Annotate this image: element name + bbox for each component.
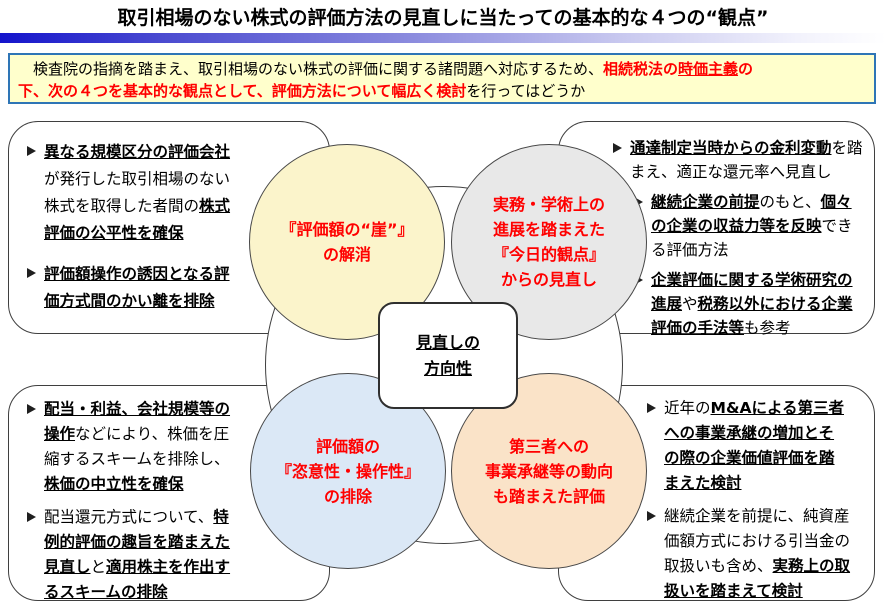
text-segment: 継続企業を前提に、純資産 価額方式における引当金の 取扱いも含め、 xyxy=(664,507,851,575)
text-segment: 配当還元方式について、 xyxy=(44,508,214,526)
text-segment: 継続企業の前提 xyxy=(651,193,760,211)
text-segment: 特 例的評価の趣旨を踏まえた 見直し xyxy=(44,508,231,576)
bullet-item: 配当還元方式について、特 例的評価の趣旨を踏まえた 見直しと適用株主を作出す る… xyxy=(27,505,329,605)
text-segment: 近年の xyxy=(664,399,711,417)
bullet-item: 評価額操作の誘因となる評 価方式間のかい離を排除 xyxy=(27,261,329,315)
bullet-list: 配当・利益、会社規模等の 操作などにより、株価を圧 縮するスキームを排除し、 株… xyxy=(27,397,329,605)
bullet-text: 通達制定当時からの金利変動を踏 まえ、適正な還元率へ見直し xyxy=(630,136,872,184)
bullet-text: 継続企業を前提に、純資産 価額方式における引当金の 取扱いも含め、実務上の取 扱… xyxy=(664,504,862,604)
bullet-arrow-icon xyxy=(647,504,664,521)
bullet-arrow-icon xyxy=(613,136,630,153)
bullet-list: 異なる規模区分の評価会社 が発行した取引相場のない 株式を取得した者間の株式 評… xyxy=(27,139,329,315)
text-segment: でき る評価方法 xyxy=(651,217,853,259)
bullet-text: 近年のM&Aによる第三者 への事業承継の増加とそ の際の企業価値評価を踏 まえた… xyxy=(664,396,862,496)
circle-business-succession-label: 第三者への 事業承継等の動向 も踏まえた評価 xyxy=(484,436,613,506)
bullet-item: 配当・利益、会社規模等の 操作などにより、株価を圧 縮するスキームを排除し、 株… xyxy=(27,397,329,497)
intro-banner: 検査院の指摘を踏まえ、取引相場のない株式の評価に関する諸問題へ対応するため、相続… xyxy=(8,53,876,104)
bullet-arrow-icon xyxy=(27,139,44,156)
bullet-list: 通達制定当時からの金利変動を踏 まえ、適正な還元率へ見直し継続企業の前提のもと、… xyxy=(613,136,874,340)
bullet-item: 通達制定当時からの金利変動を踏 まえ、適正な還元率へ見直し xyxy=(613,136,874,184)
bullet-item: 近年のM&Aによる第三者 への事業承継の増加とそ の際の企業価値評価を踏 まえた… xyxy=(647,396,874,496)
text-segment: 相続税法の xyxy=(603,60,679,78)
circle-contemporary-viewpoint-label: 実務・学術上の 進展を踏まえた 『今日的観点』 からの見直し xyxy=(492,195,605,289)
center-direction-label: 見直しの 方向性 xyxy=(415,332,480,378)
bullet-arrow-icon xyxy=(27,505,44,522)
text-segment: 株式 評価の公平性を確保 xyxy=(44,197,231,242)
page-title: 取引相場のない株式の評価方法の見直しに当たっての基本的な４つの“観点” xyxy=(117,7,769,29)
text-segment: の xyxy=(738,60,754,78)
text-segment: と xyxy=(90,558,107,576)
text-segment: を踏 まえ、適正な還元率へ見直し xyxy=(630,139,863,181)
title-underline-bar xyxy=(0,33,886,43)
bullet-text: 評価額操作の誘因となる評 価方式間のかい離を排除 xyxy=(44,261,246,315)
bullet-text: 配当・利益、会社規模等の 操作などにより、株価を圧 縮するスキームを排除し、 株… xyxy=(44,397,246,497)
text-segment: 実務上の取 扱いを踏まえて検討 xyxy=(664,557,851,600)
circle-business-succession: 第三者への 事業承継等の動向 も踏まえた評価 xyxy=(451,373,647,569)
bullet-text: 企業評価に関する学術研究の 進展や税務以外における企業 評価の手法等も参考 xyxy=(651,268,867,340)
text-segment: 税務以外における企業 評価の手法等 xyxy=(651,295,853,337)
text-segment: も参考 xyxy=(744,319,791,337)
text-segment: 時価主義 xyxy=(678,60,739,78)
text-segment: 評価額操作の誘因となる評 価方式間のかい離を排除 xyxy=(44,265,230,310)
intro-banner-line-2: 下、次の４つを基本的な観点として、評価方法について幅広く検討を行ってはどうか xyxy=(18,80,866,102)
bullet-text: 配当還元方式について、特 例的評価の趣旨を踏まえた 見直しと適用株主を作出す る… xyxy=(44,505,246,605)
circle-arbitrariness-elimination-label: 評価額の 『恣意性・操作性』 の排除 xyxy=(275,436,420,506)
bullet-arrow-icon xyxy=(647,396,664,413)
circle-valuation-cliff-label: 『評価額の“崖”』 の解消 xyxy=(280,220,414,264)
bullet-arrow-icon xyxy=(27,397,44,414)
text-segment: を行ってはどうか xyxy=(466,82,586,100)
text-segment: M&Aによる第三者 への事業承継の増加とそ の際の企業価値評価を踏 まえた検討 xyxy=(664,399,844,492)
bullet-text: 異なる規模区分の評価会社 が発行した取引相場のない 株式を取得した者間の株式 評… xyxy=(44,139,246,247)
intro-banner-line-1: 検査院の指摘を踏まえ、取引相場のない株式の評価に関する諸問題へ対応するため、相続… xyxy=(18,58,866,80)
bullet-item: 継続企業を前提に、純資産 価額方式における引当金の 取扱いも含め、実務上の取 扱… xyxy=(647,504,874,604)
text-segment: 個々 の企業の収益力等を反映 xyxy=(651,193,852,235)
text-segment: などにより、株価を圧 縮するスキームを排除し、 xyxy=(44,425,230,468)
bullet-text: 継続企業の前提のもと、個々 の企業の収益力等を反映でき る評価方法 xyxy=(651,190,867,262)
text-segment: のもと、 xyxy=(759,193,821,211)
text-segment: 株価の中立性を確保 xyxy=(44,475,184,493)
bullet-item: 異なる規模区分の評価会社 が発行した取引相場のない 株式を取得した者間の株式 評… xyxy=(27,139,329,247)
bullet-arrow-icon xyxy=(27,261,44,278)
text-segment: 企業評価に関する学術研究の 進展 xyxy=(651,271,853,313)
bullet-item: 企業評価に関する学術研究の 進展や税務以外における企業 評価の手法等も参考 xyxy=(634,268,874,340)
text-segment: が発行した取引相場のない 株式を取得した者間の xyxy=(44,170,231,215)
center-direction-box: 見直しの 方向性 xyxy=(378,302,518,409)
text-segment: 適用株主を作出す るスキームの排除 xyxy=(44,558,231,601)
text-segment: 異なる規模区分の評価会社 xyxy=(44,143,231,161)
text-segment: 下、次の４つを基本的な観点として、評価方法について幅広く検討 xyxy=(18,82,467,100)
text-segment: 検査院の指摘を踏まえ、取引相場のない株式の評価に関する諸問題へ対応するため、 xyxy=(18,60,604,78)
bullet-list: 近年のM&Aによる第三者 への事業承継の増加とそ の際の企業価値評価を踏 まえた… xyxy=(647,396,874,604)
text-segment: 配当・利益、会社規模等の 操作 xyxy=(44,400,231,443)
text-segment: 通達制定当時からの金利変動 xyxy=(630,139,832,157)
text-segment: や xyxy=(682,295,698,313)
bullet-item: 継続企業の前提のもと、個々 の企業の収益力等を反映でき る評価方法 xyxy=(634,190,874,262)
